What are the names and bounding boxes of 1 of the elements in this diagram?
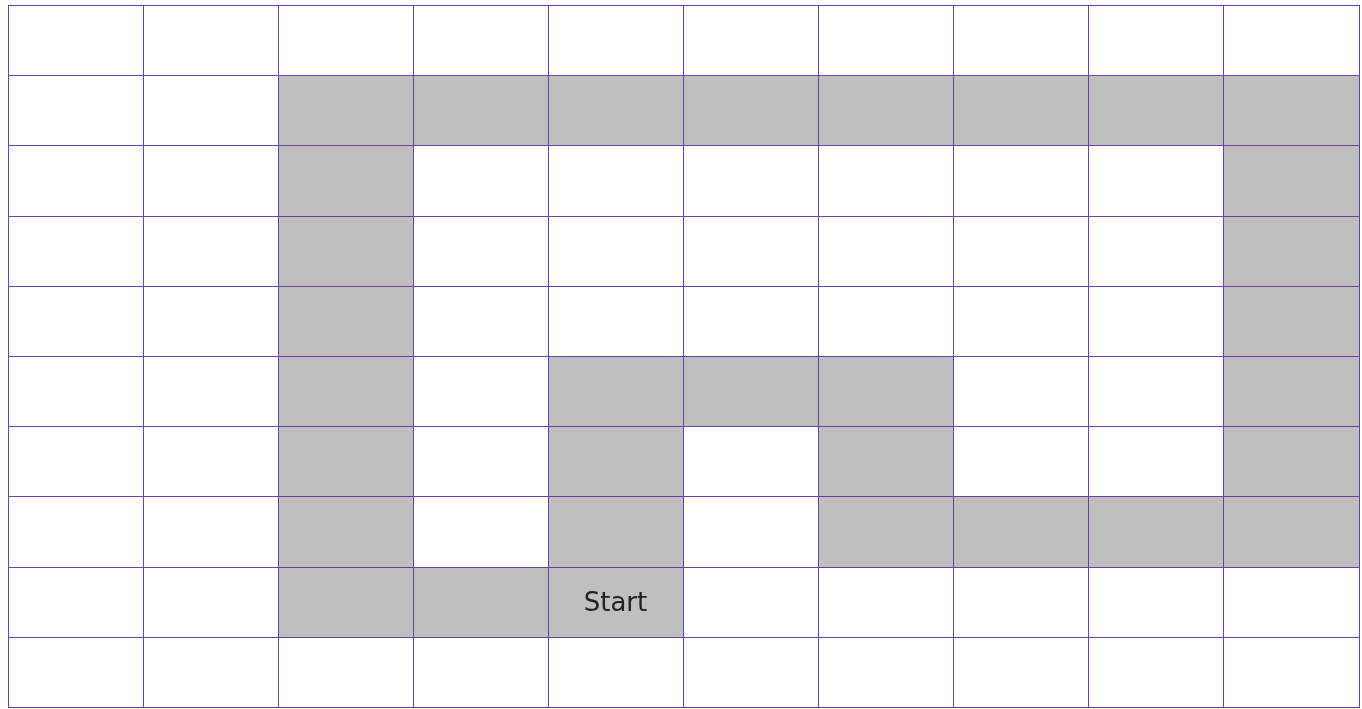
start-label: Start [583,586,648,617]
